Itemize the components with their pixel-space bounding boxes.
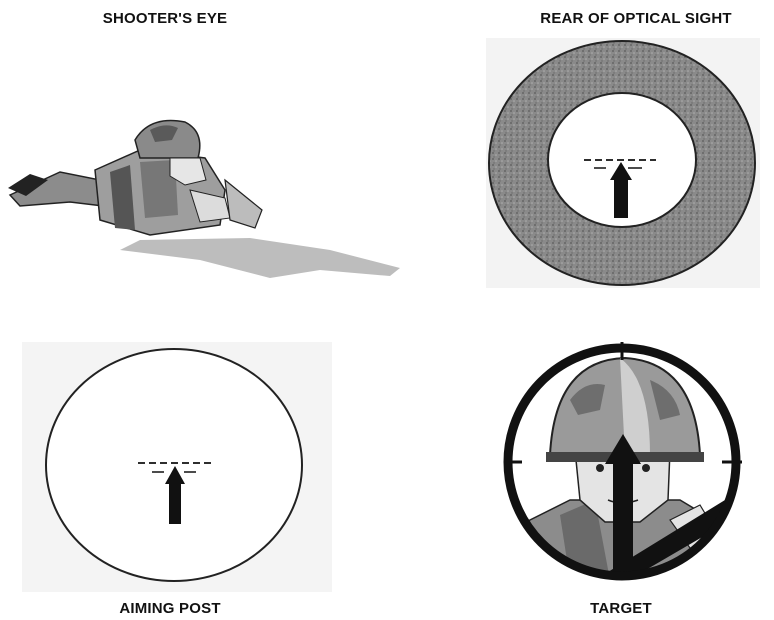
label-shooters-eye: SHOOTER'S EYE: [103, 10, 228, 27]
target-illustration: [500, 340, 750, 585]
label-rear-of-optical-sight: REAR OF OPTICAL SIGHT: [540, 10, 731, 27]
label-aiming-post: AIMING POST: [119, 600, 220, 617]
label-target: TARGET: [590, 600, 652, 617]
aiming-post-illustration: [22, 342, 332, 592]
rear-sight-illustration: [486, 38, 760, 288]
shooter-illustration: [0, 110, 410, 290]
